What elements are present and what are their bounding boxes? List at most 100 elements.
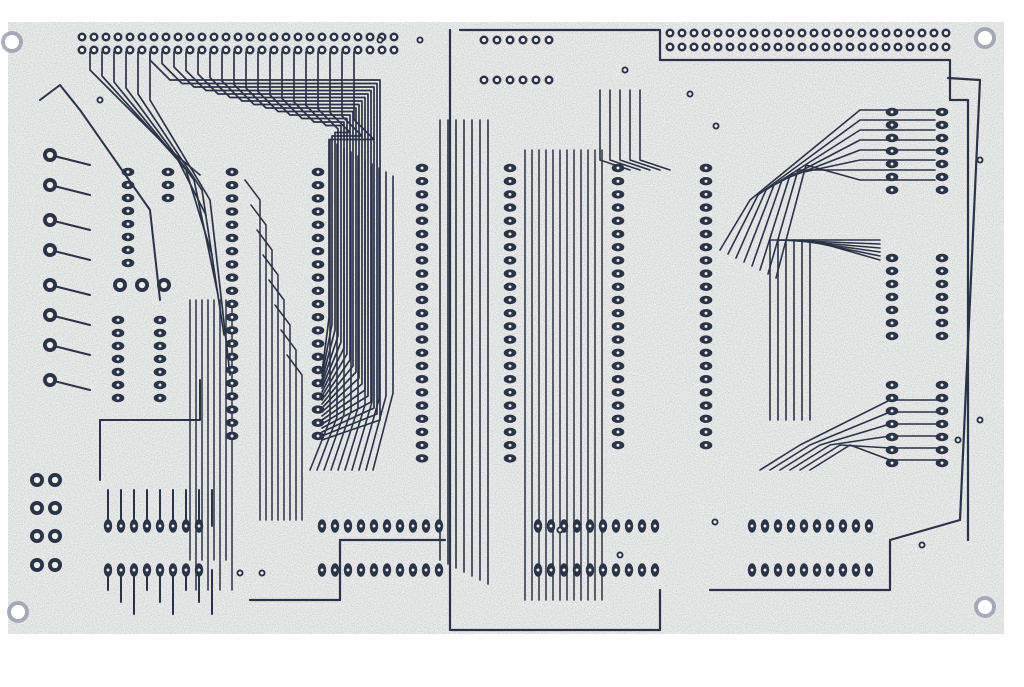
pad-hole [943, 30, 949, 36]
pad-hole [704, 364, 708, 368]
pad-hole [828, 568, 832, 572]
pad-hole [508, 456, 512, 460]
pad-hole [835, 30, 841, 36]
trace [809, 444, 943, 471]
pad-hole [333, 568, 337, 572]
pad-hole [316, 170, 320, 174]
pad-hole [847, 30, 853, 36]
pad-hole [418, 38, 422, 42]
pad-hole [333, 524, 337, 528]
pad-hole [420, 219, 424, 223]
pad-hole [230, 302, 234, 306]
pad-hole [867, 568, 871, 572]
pad-hole [919, 30, 925, 36]
pad-hole [823, 44, 829, 50]
pad-hole [481, 77, 487, 83]
pad-hole [704, 404, 708, 408]
pad-hole [126, 235, 130, 239]
pad-hole [91, 34, 97, 40]
pad-hole [391, 34, 397, 40]
pad-hole [854, 568, 858, 572]
trace [137, 51, 225, 336]
pad-hole [588, 568, 592, 572]
pad-hole [175, 34, 181, 40]
pad-hole [160, 281, 168, 289]
pad-hole [175, 47, 181, 53]
pad-hole [367, 47, 373, 53]
pad-hole [508, 285, 512, 289]
pad-hole [704, 390, 708, 394]
pad-hole [116, 370, 120, 374]
pad-hole [508, 258, 512, 262]
trace [309, 139, 331, 471]
pad-hole [775, 30, 781, 36]
pad-hole [230, 355, 234, 359]
trace [619, 89, 651, 171]
pad-hole [145, 524, 149, 528]
pad-hole [775, 44, 781, 50]
pad-hole [859, 30, 865, 36]
pad-hole [211, 34, 217, 40]
pad-hole [116, 281, 124, 289]
pad-hole [379, 47, 385, 53]
pad-hole [763, 30, 769, 36]
pad-hole [931, 44, 937, 50]
pad-hole [126, 170, 130, 174]
pad-hole [132, 568, 136, 572]
pad-hole [940, 256, 944, 260]
pad-hole [787, 30, 793, 36]
pad-hole [828, 524, 832, 528]
trace [248, 538, 447, 602]
pad-hole [776, 568, 780, 572]
pad-hole [890, 321, 894, 325]
pad-hole [536, 568, 540, 572]
pad-hole [704, 377, 708, 381]
pad-hole [260, 571, 264, 575]
pad-hole [601, 568, 605, 572]
pad-hole [184, 524, 188, 528]
pad-hole [751, 44, 757, 50]
pad-hole [508, 417, 512, 421]
pad-hole [316, 315, 320, 319]
trace [317, 51, 339, 385]
pad-hole [907, 44, 913, 50]
pad-hole [46, 281, 54, 289]
trace [256, 229, 273, 521]
pad-hole [616, 430, 620, 434]
pad-hole [940, 175, 944, 179]
pad-hole [890, 282, 894, 286]
pad-hole [230, 276, 234, 280]
pad-hole [890, 269, 894, 273]
pad-hole [890, 334, 894, 338]
pad-hole [307, 34, 313, 40]
pad-hole [163, 47, 169, 53]
pad-hole [385, 524, 389, 528]
pad-hole [956, 438, 960, 442]
pad-hole [346, 568, 350, 572]
pad-hole [890, 422, 894, 426]
pad-hole [51, 561, 59, 569]
pad-hole [320, 524, 324, 528]
pad-hole [940, 308, 944, 312]
pad-hole [166, 196, 170, 200]
pad-hole [940, 136, 944, 140]
pad-hole [616, 206, 620, 210]
pad-hole [437, 524, 441, 528]
pad-hole [235, 47, 241, 53]
pad-hole [230, 368, 234, 372]
trace [125, 51, 219, 296]
pad-hole [616, 443, 620, 447]
pad-hole [158, 344, 162, 348]
trace [767, 169, 936, 275]
pad-hole [138, 281, 146, 289]
pad-hole [895, 30, 901, 36]
trace [99, 379, 201, 481]
pad-hole [359, 524, 363, 528]
pad-hole [106, 568, 110, 572]
pad-hole [616, 324, 620, 328]
pad-hole [653, 568, 657, 572]
pad-hole [158, 383, 162, 387]
pad-hole [895, 44, 901, 50]
pad-hole [316, 408, 320, 412]
pad-hole [420, 258, 424, 262]
